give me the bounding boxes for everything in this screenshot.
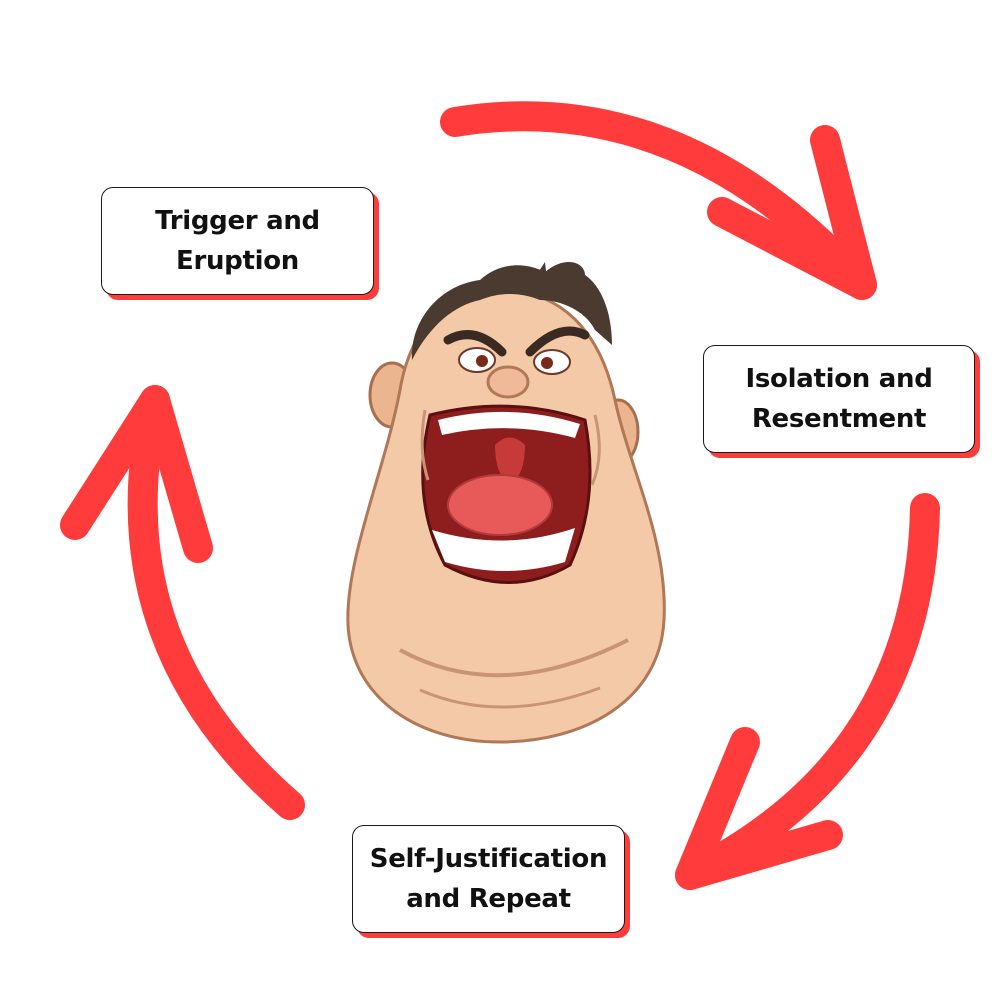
right-pupil: [541, 357, 553, 369]
throat: [495, 437, 525, 485]
arrow-justification-to-trigger-head: [60, 385, 213, 563]
nose: [486, 365, 530, 399]
stage-self-justification-and-repeat: Self-Justification and Repeat: [352, 825, 625, 933]
left-cheek-line: [420, 409, 430, 481]
arrow-justification-to-trigger: [127, 385, 305, 820]
arrow-isolation-to-justification: [675, 493, 940, 890]
arrow-trigger-to-isolation-head: [707, 125, 877, 300]
hair-tuft: [510, 262, 575, 295]
stage-label: Isolation and Resentment: [745, 363, 933, 434]
upper-teeth: [438, 411, 580, 438]
left-eyebrow: [443, 330, 507, 357]
arrow-trigger-to-isolation: [440, 101, 877, 300]
arrow-isolation-to-justification-head: [675, 727, 843, 890]
stage-label: Trigger and Eruption: [155, 205, 320, 276]
tongue: [447, 474, 553, 536]
stage-label: Self-Justification and Repeat: [369, 843, 608, 914]
stage-trigger-and-eruption: Trigger and Eruption: [101, 187, 374, 295]
chin-fold-lower: [419, 686, 601, 709]
left-pupil: [476, 355, 488, 367]
chin-fold: [399, 638, 629, 678]
right-cheek-line: [590, 414, 601, 486]
lower-teeth: [432, 528, 575, 571]
right-eyebrow: [525, 326, 590, 357]
stage-isolation-and-resentment: Isolation and Resentment: [703, 345, 975, 453]
